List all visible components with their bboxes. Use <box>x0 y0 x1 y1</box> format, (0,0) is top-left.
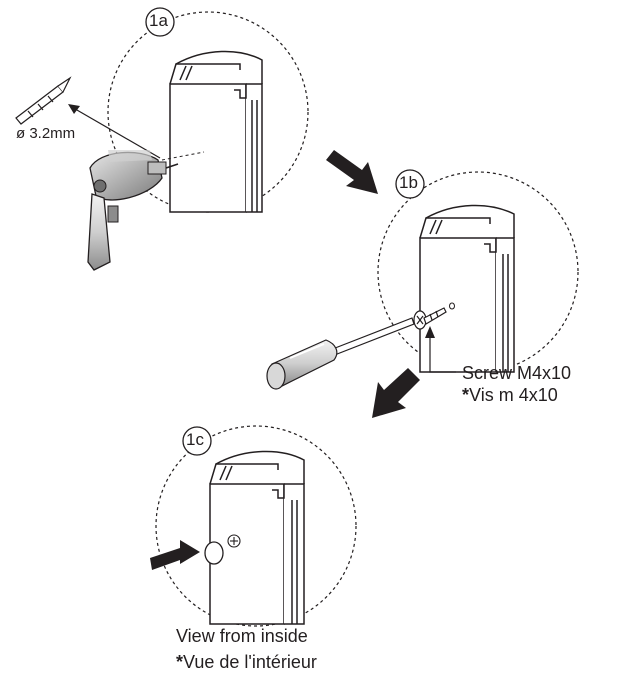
screw-label-fr: Vis m 4x10 <box>469 385 558 405</box>
drill-axis-1a <box>161 151 205 161</box>
step-1c-detail-circle <box>155 425 357 627</box>
caption-star: * <box>176 652 184 672</box>
step-1a-label: 1a <box>149 11 168 30</box>
step-1a-panel <box>15 7 309 271</box>
screwdriver-icon <box>266 317 415 390</box>
profile-1b <box>419 204 515 373</box>
profile-1a <box>169 50 263 213</box>
caption-fr-line: *Vue de l'intérieur <box>176 652 317 673</box>
screw-label-fr-line: *Vis m 4x10 <box>462 385 558 406</box>
step-1a-badge <box>145 7 175 37</box>
cover-cap-icon <box>204 541 224 565</box>
profile-1c <box>209 450 305 625</box>
screw-label-en: Screw M4x10 <box>462 363 572 383</box>
screw-icon <box>413 307 447 330</box>
drill-icon <box>87 150 179 271</box>
drill-bit-icon <box>15 76 72 125</box>
step-1c-label: 1c <box>186 430 204 449</box>
push-arrow-icon <box>150 540 200 570</box>
screw-head-icon <box>227 534 241 548</box>
screw-label-leader <box>429 332 456 373</box>
step-1b-badge <box>395 169 425 199</box>
bit-pointer-arrow <box>69 105 161 159</box>
step-1b-label: 1b <box>399 173 418 192</box>
caption-fr: Vue de l'intérieur <box>183 652 317 672</box>
screw-label-star: * <box>462 385 470 405</box>
drill-bit-diameter-label: ø 3.2mm <box>16 125 76 142</box>
flow-arrow-1a-1b <box>326 150 378 194</box>
caption-en: View from inside <box>176 626 308 646</box>
step-1c-badge <box>182 426 212 456</box>
step-1b-panel <box>266 169 579 390</box>
step-1c-panel <box>150 425 357 627</box>
flow-arrow-1b-1c <box>372 368 420 418</box>
